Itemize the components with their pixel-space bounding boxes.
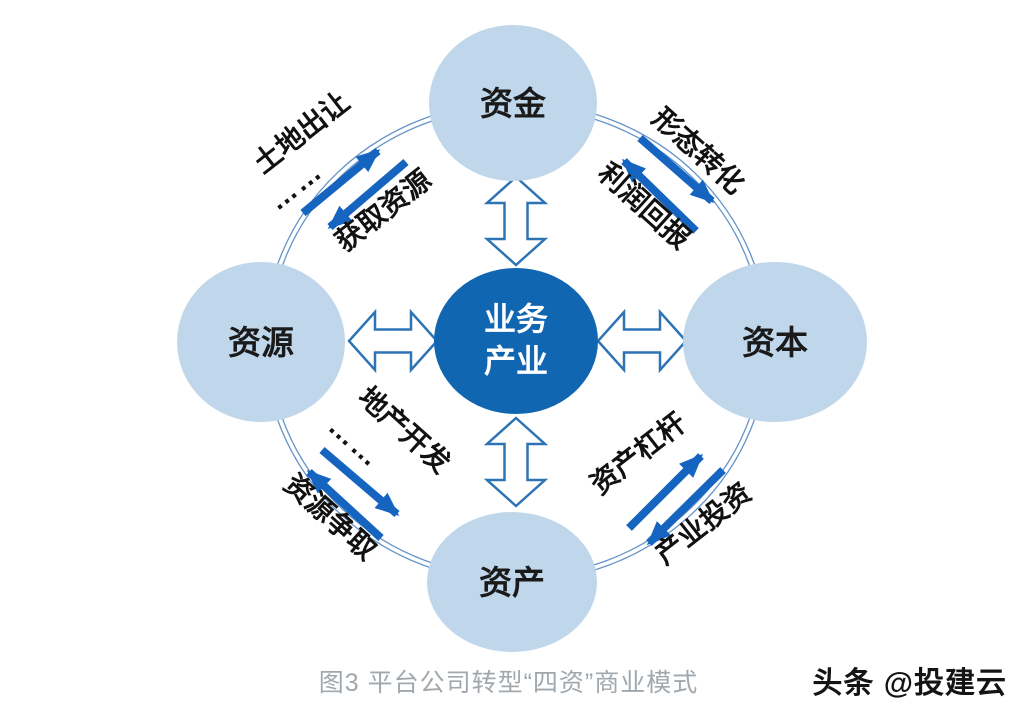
label-resource-competition: 资源争取 bbox=[278, 468, 382, 566]
capital-label: 资本 bbox=[742, 324, 808, 361]
arrow-bottomleft-toward-assets bbox=[319, 446, 400, 518]
figure-caption: 图3 平台公司转型“四资”商业模式 bbox=[318, 669, 699, 697]
node-capital: 资本 bbox=[683, 262, 867, 422]
arrow-bottomright-toward-capital bbox=[626, 453, 704, 531]
funds-label: 资金 bbox=[480, 85, 547, 122]
node-funds: 资金 bbox=[429, 25, 597, 181]
arrow-bottomleft-toward-resources bbox=[306, 469, 384, 541]
capital-circle bbox=[683, 262, 867, 422]
watermark-toutiao: 头条 @投建云 bbox=[812, 667, 1007, 700]
assets-label: 资产 bbox=[479, 564, 545, 601]
arrow-topright-toward-funds bbox=[621, 158, 699, 234]
assets-circle bbox=[427, 512, 597, 652]
center-circle bbox=[434, 268, 598, 414]
node-assets: 资产 bbox=[427, 512, 597, 652]
resources-label: 资源 bbox=[228, 324, 294, 361]
double-arrow-left bbox=[347, 310, 439, 372]
center-label-line2: 产业 bbox=[484, 343, 548, 379]
center-label-line1: 业务 bbox=[484, 301, 548, 337]
arrow-bottomright-toward-assets bbox=[646, 467, 726, 546]
double-arrow-right bbox=[596, 310, 688, 372]
flow-arrows bbox=[300, 134, 726, 546]
node-center: 业务 产业 bbox=[434, 268, 598, 414]
double-arrow-bottom bbox=[485, 416, 547, 508]
arrow-topleft-toward-resources bbox=[327, 158, 409, 231]
node-resources: 资源 bbox=[177, 262, 345, 422]
double-arrow-top bbox=[485, 175, 547, 267]
resources-circle bbox=[177, 262, 345, 422]
funds-circle bbox=[429, 25, 597, 181]
arrow-topleft-toward-funds bbox=[300, 147, 381, 217]
arrow-topright-toward-capital bbox=[637, 134, 715, 205]
